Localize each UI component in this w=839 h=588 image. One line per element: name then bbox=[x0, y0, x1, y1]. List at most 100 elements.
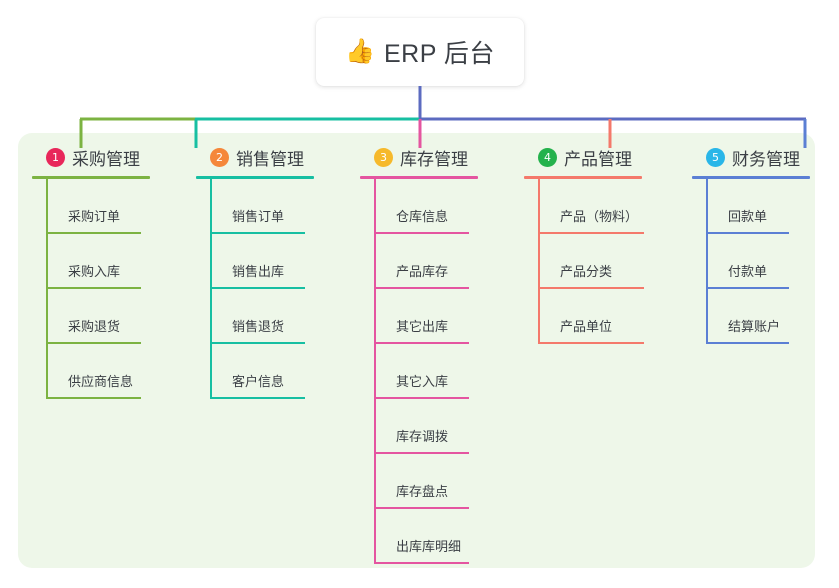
branch-item-underline bbox=[374, 287, 469, 289]
branch-item-label: 产品库存 bbox=[396, 264, 449, 279]
branch-item[interactable]: 产品分类 bbox=[538, 234, 644, 289]
branch-item[interactable]: 付款单 bbox=[706, 234, 810, 289]
branch-column: 5 财务管理回款单付款单结算账户 bbox=[692, 145, 810, 344]
branch-item[interactable]: 回款单 bbox=[706, 179, 810, 234]
branch-item[interactable]: 产品单位 bbox=[538, 289, 644, 344]
branch-header[interactable]: 3 库存管理 bbox=[360, 145, 478, 169]
branch-underline bbox=[360, 176, 478, 179]
branch-underline bbox=[32, 176, 150, 179]
branch-item-underline bbox=[374, 397, 469, 399]
branch-label: 产品管理 bbox=[564, 149, 632, 169]
branch-item-label: 产品单位 bbox=[560, 319, 613, 334]
branch-item-label: 销售订单 bbox=[232, 209, 285, 224]
branch-item[interactable]: 库存盘点 bbox=[374, 454, 478, 509]
branch-item-underline bbox=[46, 342, 141, 344]
branch-item-label: 销售退货 bbox=[232, 319, 285, 334]
branch-underline bbox=[524, 176, 642, 179]
branch-number-badge: 5 bbox=[706, 147, 725, 167]
branch-item[interactable]: 销售出库 bbox=[210, 234, 314, 289]
branch-spine bbox=[46, 179, 48, 399]
branch-item[interactable]: 其它入库 bbox=[374, 344, 478, 399]
branch-item-label: 其它出库 bbox=[396, 319, 449, 334]
branch-item-label: 销售出库 bbox=[232, 264, 285, 279]
branch-item[interactable]: 库存调拨 bbox=[374, 399, 478, 454]
branch-item-label: 采购订单 bbox=[68, 209, 121, 224]
branch-item-label: 采购退货 bbox=[68, 319, 121, 334]
branch-items: 采购订单采购入库采购退货供应商信息 bbox=[46, 179, 150, 399]
branch-spine bbox=[210, 179, 212, 399]
branch-item[interactable]: 销售退货 bbox=[210, 289, 314, 344]
branch-item[interactable]: 客户信息 bbox=[210, 344, 314, 399]
branch-item[interactable]: 产品库存 bbox=[374, 234, 478, 289]
branch-item-label: 产品（物料） bbox=[560, 209, 639, 224]
branch-item[interactable]: 其它出库 bbox=[374, 289, 478, 344]
branch-item-underline bbox=[538, 232, 644, 234]
branch-number-badge: 3 bbox=[374, 147, 393, 167]
branch-number-badge: 1 bbox=[46, 147, 65, 167]
branch-item[interactable]: 产品（物料） bbox=[538, 179, 644, 234]
branch-item-label: 仓库信息 bbox=[396, 209, 449, 224]
branch-item-underline bbox=[374, 342, 469, 344]
branch-item-underline bbox=[374, 452, 469, 454]
branch-items: 仓库信息产品库存其它出库其它入库库存调拨库存盘点出库库明细 bbox=[374, 179, 478, 564]
branch-item-underline bbox=[374, 562, 469, 564]
branch-items: 销售订单销售出库销售退货客户信息 bbox=[210, 179, 314, 399]
branch-column: 1 采购管理采购订单采购入库采购退货供应商信息 bbox=[32, 145, 150, 399]
branch-number-badge: 2 bbox=[210, 147, 229, 167]
branch-column: 3 库存管理仓库信息产品库存其它出库其它入库库存调拨库存盘点出库库明细 bbox=[360, 145, 478, 564]
branch-item-underline bbox=[210, 342, 305, 344]
branch-item-underline bbox=[706, 232, 789, 234]
branch-item-label: 出库库明细 bbox=[396, 539, 462, 554]
branch-item-label: 客户信息 bbox=[232, 374, 285, 389]
branch-item-underline bbox=[374, 507, 469, 509]
branch-item-underline bbox=[538, 342, 644, 344]
branch-number-badge: 4 bbox=[538, 147, 557, 167]
branch-header[interactable]: 4 产品管理 bbox=[524, 145, 642, 169]
branch-label: 财务管理 bbox=[732, 149, 800, 169]
branch-item[interactable]: 采购订单 bbox=[46, 179, 150, 234]
branch-item-label: 库存调拨 bbox=[396, 429, 449, 444]
branch-item-underline bbox=[374, 232, 469, 234]
branch-item-underline bbox=[706, 287, 789, 289]
branch-spine bbox=[538, 179, 540, 344]
branch-item-label: 付款单 bbox=[728, 264, 768, 279]
branch-item[interactable]: 出库库明细 bbox=[374, 509, 478, 564]
branch-item-label: 回款单 bbox=[728, 209, 768, 224]
branch-item-label: 产品分类 bbox=[560, 264, 613, 279]
branch-items: 产品（物料） 产品分类产品单位 bbox=[538, 179, 644, 344]
branch-underline bbox=[196, 176, 314, 179]
branch-spine bbox=[706, 179, 708, 344]
root-node[interactable]: 👍 ERP 后台 bbox=[316, 18, 524, 86]
branch-item-label: 库存盘点 bbox=[396, 484, 449, 499]
branch-item-label: 供应商信息 bbox=[68, 374, 134, 389]
branch-spine bbox=[374, 179, 376, 564]
branch-item-underline bbox=[210, 232, 305, 234]
branch-item-underline bbox=[46, 287, 141, 289]
root-node-title: ERP 后台 bbox=[383, 40, 495, 68]
branch-label: 库存管理 bbox=[400, 149, 468, 169]
branch-item-underline bbox=[210, 287, 305, 289]
branch-items: 回款单付款单结算账户 bbox=[706, 179, 810, 344]
diagram-background-panel bbox=[18, 133, 815, 568]
branch-header[interactable]: 1 采购管理 bbox=[32, 145, 150, 169]
branch-item[interactable]: 采购入库 bbox=[46, 234, 150, 289]
branch-item-underline bbox=[46, 397, 141, 399]
branch-item[interactable]: 供应商信息 bbox=[46, 344, 150, 399]
branch-item[interactable]: 销售订单 bbox=[210, 179, 314, 234]
branch-underline bbox=[692, 176, 810, 179]
branch-item-label: 结算账户 bbox=[728, 319, 781, 334]
branch-item-underline bbox=[46, 232, 141, 234]
branch-item-label: 其它入库 bbox=[396, 374, 449, 389]
branch-header[interactable]: 5 财务管理 bbox=[692, 145, 810, 169]
branch-item[interactable]: 采购退货 bbox=[46, 289, 150, 344]
branch-item-label: 采购入库 bbox=[68, 264, 121, 279]
branch-item-underline bbox=[210, 397, 305, 399]
thumbs-up-icon: 👍 bbox=[345, 38, 375, 65]
branch-column: 4 产品管理产品（物料） 产品分类产品单位 bbox=[524, 145, 644, 344]
branch-item[interactable]: 仓库信息 bbox=[374, 179, 478, 234]
branch-label: 采购管理 bbox=[72, 149, 140, 169]
branch-item[interactable]: 结算账户 bbox=[706, 289, 810, 344]
